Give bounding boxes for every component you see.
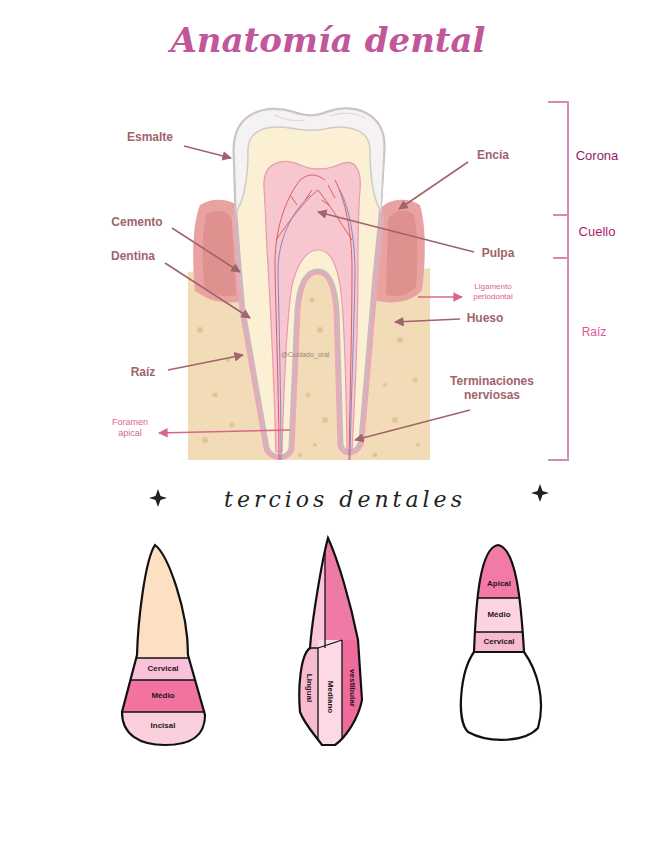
- gum-left-shade: [203, 211, 236, 296]
- band-text-holder: Apical: [487, 579, 511, 588]
- gum-right-shade: [386, 211, 417, 296]
- tooth-illustration: [188, 109, 430, 460]
- section-heading: tercios dentales: [224, 487, 466, 513]
- bracket: [548, 102, 568, 460]
- part-label: Ligamento periodontal: [465, 282, 521, 301]
- band-fill: [318, 640, 342, 750]
- tooth-outline: [122, 545, 205, 745]
- sparkle: [531, 484, 549, 502]
- tooth-third-band: Lingual: [303, 673, 316, 703]
- part-label: Esmalte: [127, 130, 173, 144]
- band-label: Médio: [151, 691, 174, 700]
- band-label: Cervical: [483, 637, 514, 646]
- tooth-third-band: Médio: [150, 691, 177, 702]
- tooth-third-band: vestibular: [346, 668, 359, 708]
- band-divider: [290, 530, 342, 750]
- part-label: Raíz: [131, 365, 156, 379]
- upper-tooth: [461, 540, 541, 740]
- band-label: Apical: [487, 579, 511, 588]
- tooth-third-band: Médio: [486, 610, 513, 621]
- tooth-third-band: Cervical: [146, 664, 181, 675]
- leader-line: [399, 162, 468, 209]
- band-label: vestibular: [347, 669, 356, 707]
- tooth-third-band: Cervical: [482, 637, 517, 648]
- part-label: Terminaciones nerviosas: [442, 374, 542, 403]
- page-title: Anatomía dental: [170, 20, 485, 60]
- part-label: Foramen apical: [106, 417, 154, 439]
- dentin: [234, 109, 384, 456]
- band-divider: [110, 658, 220, 712]
- leader-line: [159, 430, 290, 433]
- incisor-tooth: [110, 540, 220, 752]
- root-fill: [290, 530, 325, 648]
- leader-line: [395, 319, 460, 322]
- sparkle: [149, 489, 167, 507]
- leader-line: [318, 212, 474, 252]
- part-label: Cemento: [111, 215, 162, 229]
- part-label: Encía: [477, 148, 509, 162]
- band-text-holder: Cervical: [483, 637, 514, 646]
- band-label: Médio: [487, 610, 510, 619]
- band-text-holder: Cervical: [147, 664, 178, 673]
- band-text-holder: Mediano: [325, 681, 334, 713]
- part-label: Dentina: [111, 249, 155, 263]
- tooth-third-band: Apical: [485, 579, 513, 590]
- band-fill: [110, 658, 220, 680]
- leader-lines: [159, 146, 474, 440]
- band-label: Lingual: [304, 674, 313, 702]
- leader-line: [165, 263, 250, 318]
- band-text-holder: Médio: [151, 691, 174, 700]
- leader-line: [418, 296, 462, 298]
- band-text-holder: vestibular: [347, 669, 356, 707]
- band-label: Cervical: [147, 664, 178, 673]
- leader-line: [168, 355, 243, 370]
- root-outline: [474, 545, 524, 652]
- band-label: Incisal: [151, 721, 176, 730]
- region-label: Corona: [576, 148, 619, 164]
- enamel-ridges: [275, 113, 365, 121]
- leader-line: [172, 228, 240, 272]
- watermark: @Cuidado_oral: [281, 351, 330, 359]
- proximal-tooth: [290, 530, 370, 750]
- region-label: Cuello: [579, 224, 616, 240]
- tooth-third-band: Mediano: [324, 680, 337, 714]
- part-label: Hueso: [467, 311, 504, 325]
- tooth-outline: [299, 538, 362, 745]
- band-text-holder: Lingual: [304, 674, 313, 702]
- band-fill: [465, 540, 535, 598]
- crown-outline: [461, 652, 541, 740]
- leader-line: [355, 410, 470, 440]
- band-text-holder: Incisal: [151, 721, 176, 730]
- band-label: Mediano: [325, 681, 334, 713]
- region-label: Raíz: [582, 325, 607, 339]
- band-text-holder: Médio: [487, 610, 510, 619]
- leader-line: [184, 146, 231, 158]
- part-label: Pulpa: [482, 246, 515, 260]
- tooth-third-band: Incisal: [149, 721, 178, 732]
